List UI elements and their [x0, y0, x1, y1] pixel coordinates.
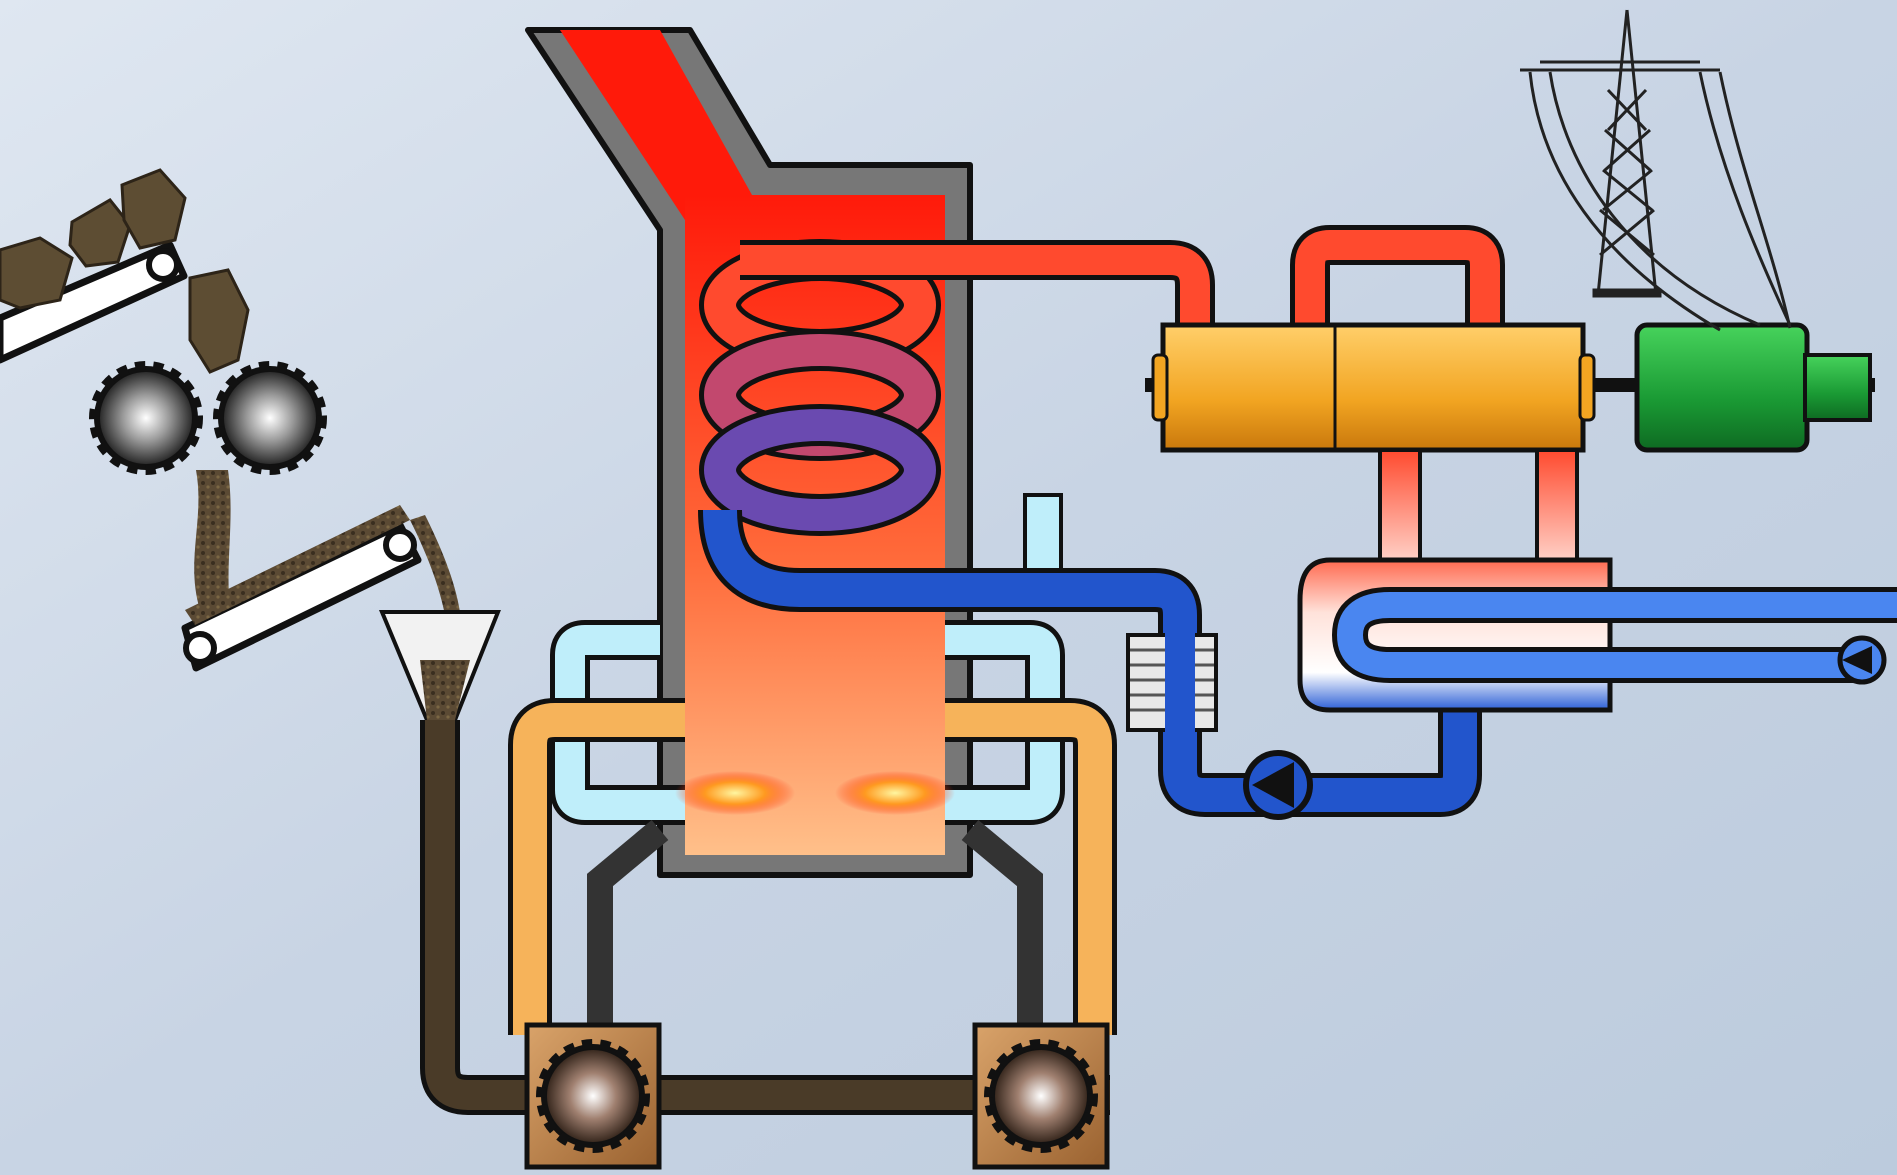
coal-lumps-upper — [0, 168, 250, 374]
crusher-gear-right-icon — [213, 361, 327, 475]
cooling-water-pump-icon[interactable] — [1837, 635, 1887, 685]
coal-conveyor-lower — [181, 505, 460, 672]
steam-turbine — [1151, 322, 1596, 453]
coal-feeder-left — [524, 1022, 662, 1170]
boiler-support-frame — [587, 820, 1043, 1030]
flame-left-icon — [675, 771, 795, 815]
flame-right-icon — [835, 771, 955, 815]
coal-feeder-right — [972, 1022, 1110, 1170]
transmission-tower-icon — [1520, 9, 1792, 332]
crusher-gear-left-icon — [89, 361, 203, 475]
feedwater-heater — [1126, 600, 1218, 760]
hot-air-duct — [508, 698, 1117, 1035]
generator — [1634, 322, 1872, 453]
coal-conveyor-upper — [0, 241, 188, 364]
cooling-water-loop — [1332, 587, 1897, 683]
feedwater-pump-icon[interactable] — [1243, 750, 1313, 820]
steam-line — [740, 225, 1505, 330]
burner-flames — [675, 771, 955, 815]
crushed-coal-stream — [194, 470, 231, 610]
